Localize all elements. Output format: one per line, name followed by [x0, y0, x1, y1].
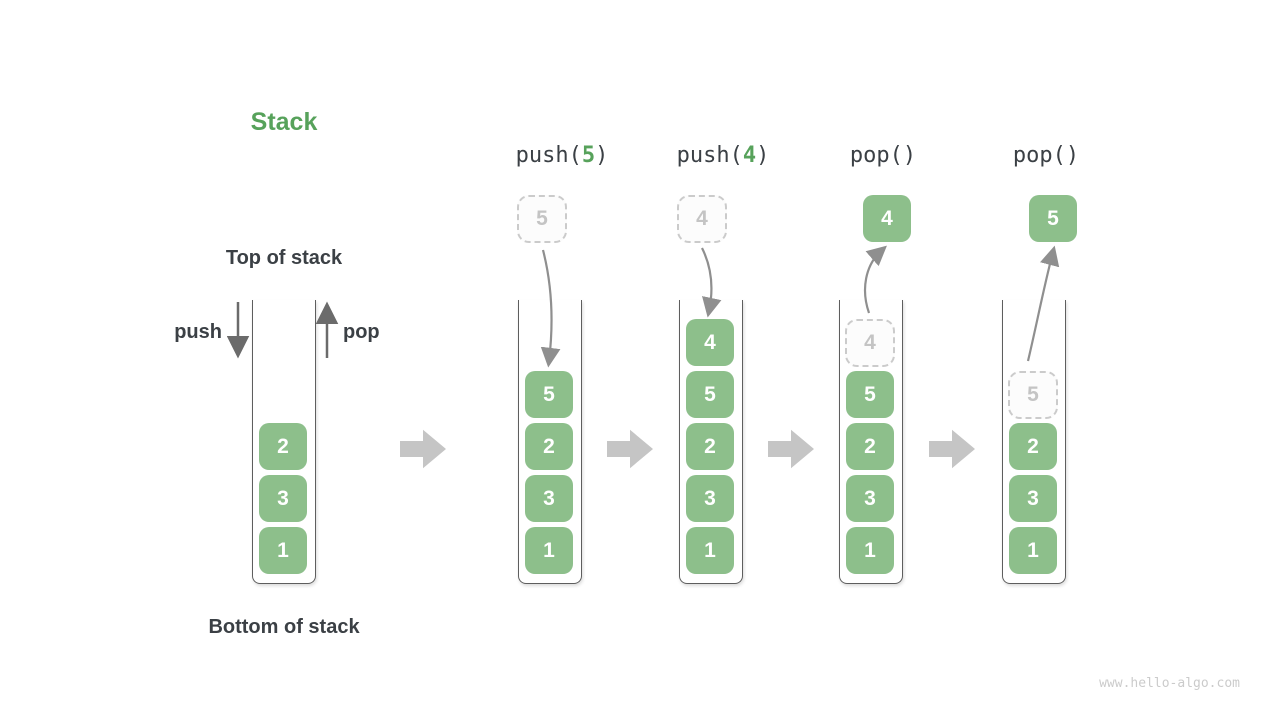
bottom-of-stack-label: Bottom of stack	[208, 616, 360, 638]
ghost-cell: 5	[1008, 371, 1058, 419]
operation-text: push(	[515, 143, 582, 168]
stack-cell: 2	[686, 423, 734, 470]
operation-text: push(	[676, 143, 743, 168]
ghost-cell: 4	[845, 319, 895, 367]
pushed-value-box: 4	[677, 195, 727, 243]
operation-arg: 5	[581, 143, 596, 168]
stack-cell: 1	[259, 527, 307, 574]
stack-cell: 2	[846, 423, 894, 470]
stack-cell: 3	[525, 475, 573, 522]
popped-value-box: 5	[1029, 195, 1077, 242]
operation-arg: 4	[742, 143, 757, 168]
step-arrow-icon	[607, 429, 653, 469]
top-of-stack-label: Top of stack	[225, 247, 343, 269]
diagram-title: Stack	[250, 108, 318, 136]
stack-container-push-5	[518, 300, 582, 584]
operation-text: pop()	[849, 143, 917, 168]
step-arrow-icon	[400, 429, 446, 469]
stack-cell: 1	[1009, 527, 1057, 574]
popped-value-box: 4	[863, 195, 911, 242]
operation-text: )	[595, 143, 609, 168]
stack-cell: 4	[686, 319, 734, 366]
stack-cell: 2	[259, 423, 307, 470]
stack-cell: 2	[1009, 423, 1057, 470]
stack-cell: 1	[846, 527, 894, 574]
stack-container-initial	[252, 300, 316, 584]
operation-label-pop-second: pop()	[946, 142, 1146, 170]
stack-cell: 5	[686, 371, 734, 418]
pushed-value-box: 5	[517, 195, 567, 243]
stack-cell: 3	[1009, 475, 1057, 522]
step-arrow-icon	[768, 429, 814, 469]
operation-text: pop()	[1012, 143, 1080, 168]
stack-cell: 5	[846, 371, 894, 418]
stack-cell: 3	[259, 475, 307, 522]
operation-label-push-5: push(5)	[462, 142, 662, 170]
stack-cell: 2	[525, 423, 573, 470]
pop-label: pop	[343, 321, 380, 343]
stack-cell: 3	[686, 475, 734, 522]
stack-cell: 1	[686, 527, 734, 574]
stack-container-push-4	[679, 300, 743, 584]
operation-label-push-4: push(4)	[623, 142, 823, 170]
operation-label-pop-first: pop()	[783, 142, 983, 170]
step-arrow-icon	[929, 429, 975, 469]
stack-cell: 5	[525, 371, 573, 418]
stack-cell: 3	[846, 475, 894, 522]
push-label: push	[174, 321, 222, 343]
stack-container-pop-second	[1002, 300, 1066, 584]
operation-text: )	[756, 143, 770, 168]
stack-cell: 1	[525, 527, 573, 574]
stack-container-pop-first	[839, 300, 903, 584]
watermark: www.hello-algo.com	[1099, 676, 1240, 691]
